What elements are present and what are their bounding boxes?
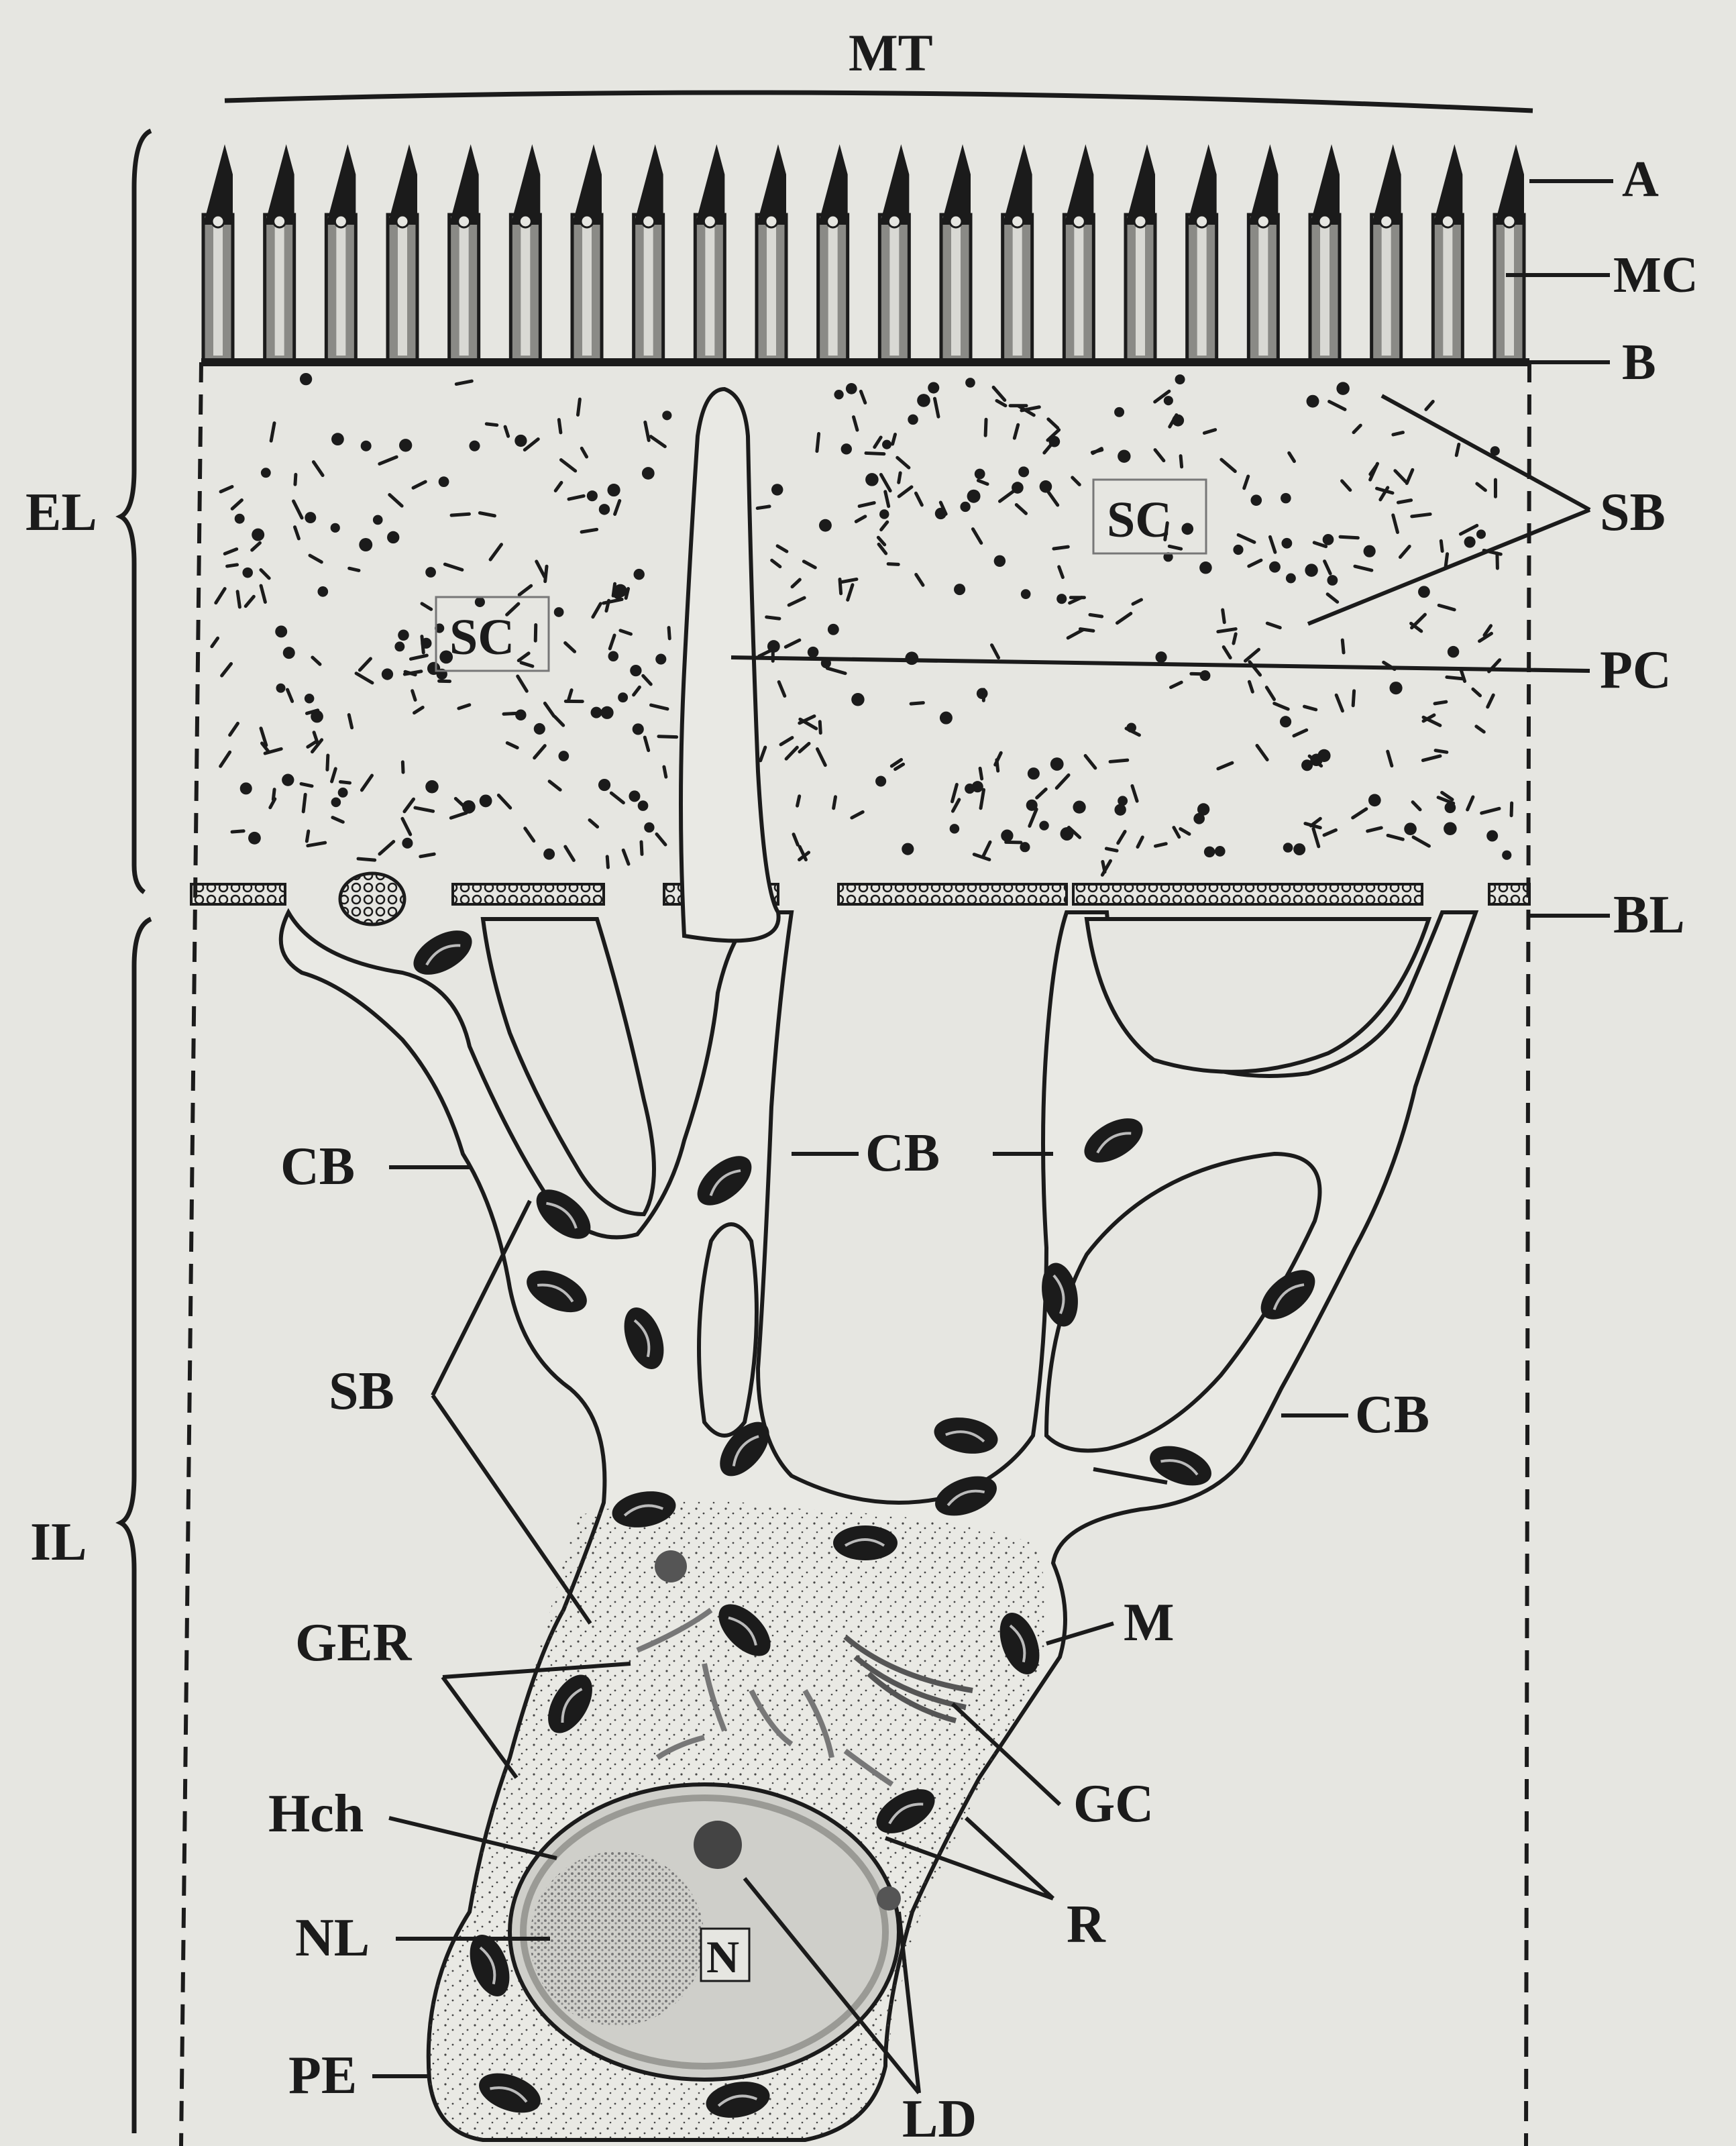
label-a: A: [1622, 151, 1659, 207]
syncytium-particles: [212, 373, 1512, 875]
microvillus: [449, 144, 479, 362]
microvillus: [572, 144, 602, 362]
label-cb-right: CB: [1355, 1385, 1429, 1444]
lipid-droplet-nuclear: [694, 1821, 742, 1869]
microvillus: [203, 144, 233, 362]
label-sc-left: SC: [449, 609, 514, 665]
microvillus: [1433, 144, 1462, 362]
microvillus: [879, 144, 909, 362]
microvillus: [1064, 144, 1093, 362]
bridge-gap-center: [699, 1224, 757, 1436]
label-gc: GC: [1073, 1774, 1154, 1833]
label-cb-center: CB: [865, 1124, 940, 1183]
microvillus: [1003, 144, 1032, 362]
mitochondrion: [833, 1525, 898, 1560]
pc-protrusion: [681, 389, 779, 941]
label-ld: LD: [902, 2090, 977, 2146]
label-sb-mid: SB: [329, 1362, 394, 1421]
microvillus: [941, 144, 971, 362]
label-pe: PE: [288, 2046, 357, 2105]
mitochondrion: [931, 1413, 1001, 1458]
el-brace: [121, 131, 151, 892]
label-sb-top: SB: [1600, 483, 1666, 542]
microvillus: [695, 144, 724, 362]
label-b: B: [1622, 334, 1656, 390]
label-n: N: [706, 1931, 739, 1982]
microvillus: [1187, 144, 1217, 362]
microvillus: [265, 144, 294, 362]
label-bl: BL: [1613, 886, 1685, 945]
microvillus: [1248, 144, 1278, 362]
microvillus: [510, 144, 540, 362]
label-el: EL: [25, 483, 97, 542]
label-r: R: [1067, 1895, 1106, 1954]
microvillus: [1126, 144, 1155, 362]
label-mt: MT: [849, 23, 933, 82]
label-cb-left: CB: [280, 1137, 355, 1196]
basal-lamina: [191, 873, 1529, 924]
label-m: M: [1124, 1593, 1175, 1652]
lipid-droplet-cyto: [877, 1886, 901, 1911]
il-brace: [121, 919, 151, 2133]
microvillus: [757, 144, 786, 362]
label-ger: GER: [295, 1613, 413, 1672]
microvillus: [1310, 144, 1340, 362]
nucleolus: [530, 1852, 704, 2026]
microvillus: [326, 144, 356, 362]
mt-bracket: [225, 93, 1533, 111]
label-hch: Hch: [268, 1784, 364, 1843]
label-sc-right: SC: [1107, 492, 1172, 548]
microvillus: [388, 144, 417, 362]
microvillus: [634, 144, 663, 362]
microvilli-layer: [203, 144, 1524, 362]
label-mc: MC: [1613, 247, 1698, 303]
mitochondrion: [406, 921, 479, 983]
lipid-droplet-upper: [655, 1550, 687, 1582]
label-il: IL: [30, 1513, 87, 1572]
label-nl: NL: [295, 1909, 370, 1968]
microvillus: [1372, 144, 1401, 362]
microvillus: [818, 144, 848, 362]
microvillus: [1495, 144, 1524, 362]
label-pc: PC: [1600, 641, 1672, 700]
